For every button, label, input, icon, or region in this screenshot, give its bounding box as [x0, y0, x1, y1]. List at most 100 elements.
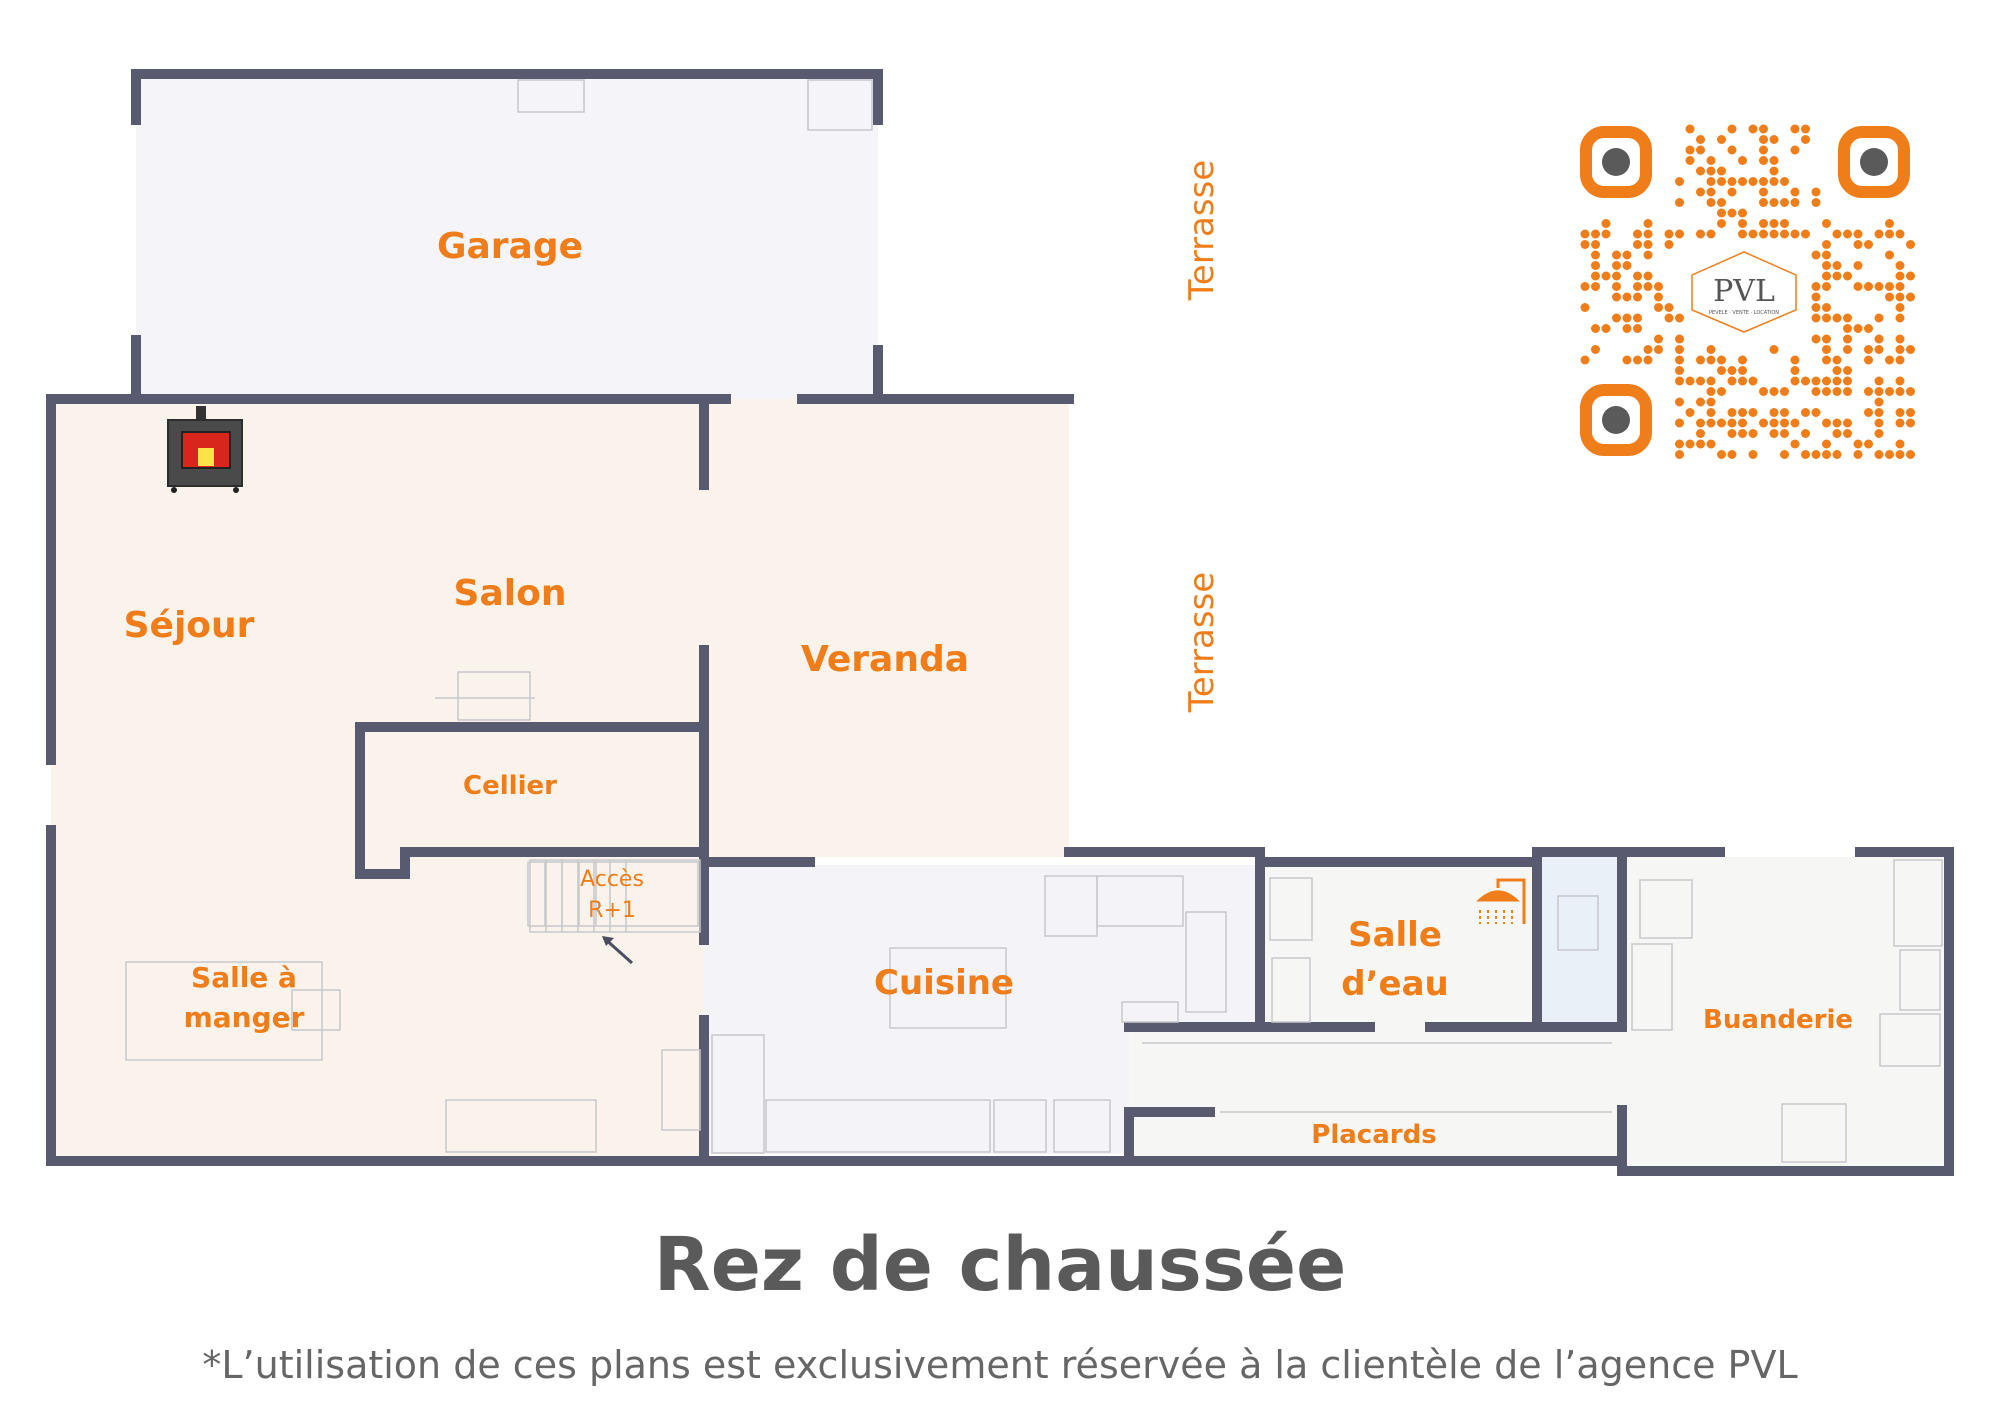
qr-module — [1874, 408, 1884, 417]
pvl-logo: PVL PEVELE · VENTE · LOCATION — [1688, 246, 1800, 333]
qr-module — [1696, 418, 1705, 428]
qr-module — [1801, 450, 1810, 459]
qr-module — [1874, 376, 1884, 386]
qr-module — [1811, 250, 1821, 260]
qr-module — [1874, 334, 1884, 344]
qr-module — [1633, 324, 1642, 333]
qr-module — [1769, 219, 1779, 228]
qr-module — [1717, 208, 1726, 218]
qr-module — [1801, 124, 1810, 134]
qr-module — [1895, 408, 1905, 417]
room-label-cuisine: Cuisine — [874, 963, 1014, 1003]
qr-module — [1633, 313, 1642, 323]
room-label-salon: Salon — [454, 573, 567, 614]
qr-module — [1706, 397, 1716, 407]
qr-module — [1811, 408, 1821, 417]
qr-module — [1696, 187, 1705, 197]
qr-module — [1759, 219, 1768, 228]
qr-module — [1769, 166, 1779, 176]
qr-module — [1717, 418, 1726, 428]
logo-text: PVL — [1713, 274, 1775, 309]
terrasse-label-bottom: Terrasse — [1182, 572, 1222, 713]
qr-module — [1822, 271, 1831, 281]
qr-module — [1591, 324, 1600, 333]
qr-module — [1801, 408, 1810, 417]
qr-finder-top-left — [1580, 126, 1652, 198]
qr-module — [1580, 355, 1590, 365]
qr-module — [1685, 145, 1695, 155]
qr-module — [1654, 292, 1663, 302]
shower-icon — [1476, 878, 1526, 924]
qr-module — [1843, 387, 1852, 396]
qr-module — [1738, 219, 1747, 228]
qr-module — [1811, 282, 1821, 291]
qr-module — [1853, 261, 1863, 270]
qr-module — [1895, 229, 1905, 239]
qr-module — [1643, 345, 1653, 354]
qr-module — [1685, 376, 1695, 386]
room-label-veranda: Veranda — [801, 639, 969, 680]
qr-code: PVL PEVELE · VENTE · LOCATION — [1580, 124, 1915, 459]
room-label-salle-deau-line2: d’eau — [1341, 964, 1448, 1004]
qr-module — [1580, 282, 1590, 291]
qr-module — [1759, 387, 1768, 396]
qr-module — [1790, 376, 1800, 386]
qr-module — [1675, 450, 1684, 459]
qr-module — [1769, 345, 1779, 354]
qr-module — [1780, 450, 1789, 459]
qr-module — [1759, 177, 1768, 186]
qr-module — [1696, 145, 1705, 155]
qr-module — [1738, 355, 1747, 365]
qr-module — [1895, 439, 1905, 449]
qr-module — [1906, 292, 1915, 302]
qr-module — [1801, 376, 1810, 386]
qr-module — [1601, 271, 1611, 281]
qr-module — [1612, 282, 1621, 291]
qr-module — [1601, 229, 1611, 239]
room-label-buanderie: Buanderie — [1703, 1005, 1853, 1035]
qr-module — [1885, 282, 1894, 291]
qr-module — [1853, 439, 1863, 449]
qr-module — [1822, 450, 1831, 459]
qr-module — [1748, 124, 1758, 134]
qr-module — [1643, 240, 1653, 249]
qr-module — [1727, 124, 1737, 134]
qr-module — [1675, 345, 1684, 354]
qr-module — [1591, 261, 1600, 270]
living-floor — [51, 399, 704, 1161]
qr-module — [1654, 334, 1663, 344]
qr-module — [1591, 345, 1600, 354]
qr-module — [1895, 292, 1905, 302]
room-label-salle-a-manger-line2: manger — [184, 1001, 305, 1034]
qr-module — [1675, 376, 1684, 386]
qr-module — [1643, 219, 1653, 228]
qr-module — [1822, 261, 1831, 270]
qr-module — [1706, 229, 1716, 239]
qr-module — [1885, 250, 1894, 260]
qr-module — [1696, 135, 1705, 144]
qr-module — [1769, 408, 1779, 417]
qr-module — [1895, 282, 1905, 291]
qr-module — [1706, 345, 1716, 354]
qr-module — [1706, 418, 1716, 428]
qr-module — [1843, 271, 1852, 281]
salle-deau-floor — [1260, 862, 1537, 1027]
qr-module — [1706, 376, 1716, 386]
walls — [46, 69, 1954, 1176]
qr-module — [1643, 282, 1653, 291]
qr-module — [1654, 282, 1663, 291]
qr-module — [1822, 418, 1831, 428]
qr-modules — [1580, 124, 1915, 459]
qr-module — [1790, 418, 1800, 428]
qr-module — [1727, 208, 1737, 218]
qr-module — [1853, 324, 1863, 333]
qr-module — [1843, 376, 1852, 386]
qr-module — [1696, 355, 1705, 365]
qr-module — [1874, 313, 1884, 323]
wc-floor — [1537, 857, 1622, 1027]
qr-module — [1864, 240, 1873, 249]
qr-module — [1895, 261, 1905, 270]
qr-module — [1874, 282, 1884, 291]
qr-module — [1622, 313, 1632, 323]
qr-module — [1727, 429, 1737, 438]
